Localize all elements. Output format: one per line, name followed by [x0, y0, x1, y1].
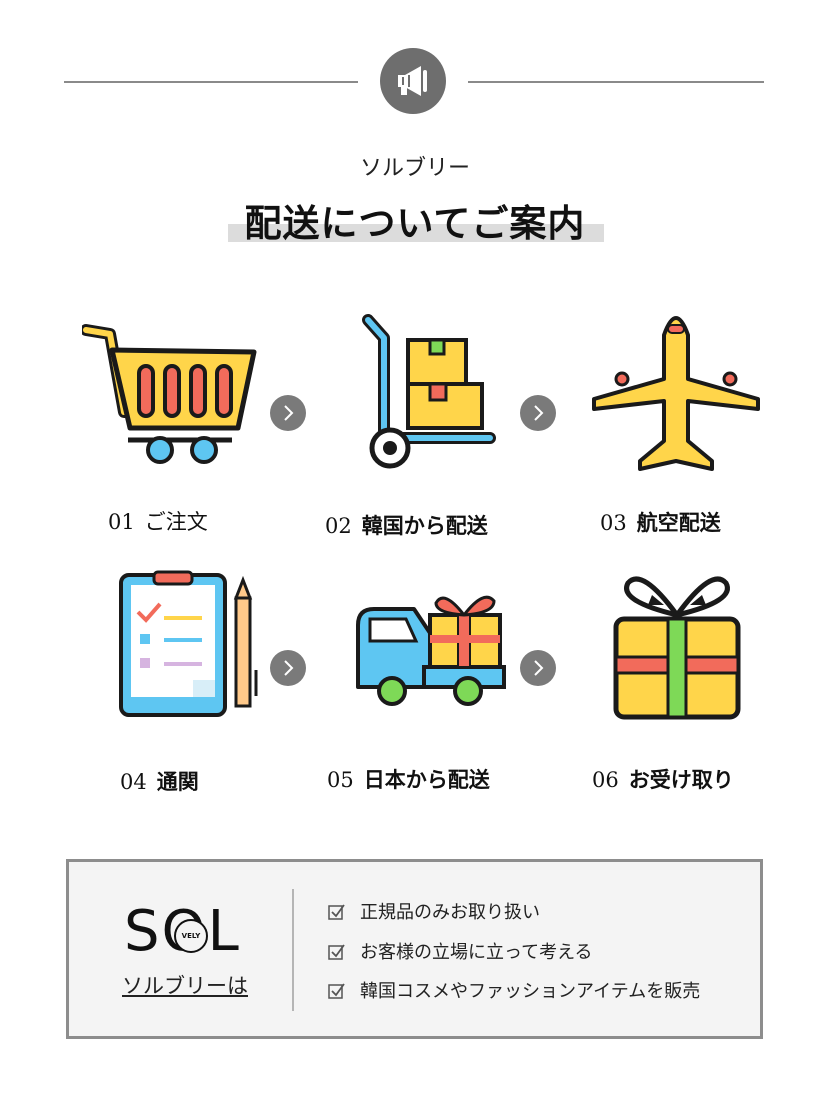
feature-text: お客様の立場に立って考える: [360, 942, 593, 963]
step-label: 通関: [156, 770, 199, 794]
step-number: 04: [120, 770, 147, 794]
page-title: 配送についてご案内: [244, 202, 586, 245]
feature-item: お客様の立場に立って考える: [328, 938, 593, 964]
header-rule-left: [64, 81, 358, 83]
info-divider: [292, 889, 294, 1011]
step-number: 05: [327, 768, 354, 792]
step-label: 韓国から配送: [361, 514, 488, 538]
step-06: 06 お受け取り: [592, 764, 734, 794]
step-label: 日本から配送: [363, 768, 490, 792]
megaphone-icon: [380, 48, 446, 114]
step-03: 03 航空配送: [600, 507, 721, 537]
feature-text: 韓国コスメやファッションアイテムを販売: [360, 981, 701, 1002]
checkbox-check-icon: [328, 904, 345, 920]
hand-truck-boxes-icon: [362, 314, 496, 469]
step-number: 06: [592, 768, 619, 792]
step-number: 01: [108, 510, 135, 534]
step-05: 05 日本から配送: [327, 764, 490, 794]
shopping-cart-icon: [82, 324, 257, 464]
brand-logo-badge: VELY: [174, 919, 208, 953]
feature-item: 韓国コスメやファッションアイテムを販売: [328, 977, 700, 1003]
feature-text: 正規品のみお取り扱い: [360, 902, 540, 923]
step-label: お受け取り: [628, 768, 734, 792]
step-02: 02 韓国から配送: [325, 510, 488, 540]
next-arrow-icon: [270, 650, 306, 686]
feature-item: 正規品のみお取り扱い: [328, 898, 540, 924]
step-label: ご注文: [144, 510, 208, 534]
step-01: 01 ご注文: [108, 506, 208, 536]
gift-box-icon: [613, 576, 741, 720]
checkbox-check-icon: [328, 983, 345, 999]
airplane-icon: [592, 316, 760, 471]
step-04: 04 通関: [120, 766, 199, 796]
clipboard-checklist-icon: [119, 570, 258, 717]
step-number: 02: [325, 514, 352, 538]
step-number: 03: [600, 511, 627, 535]
page-subtitle: ソルブリー: [359, 156, 470, 181]
header-rule-right: [468, 81, 764, 83]
next-arrow-icon: [520, 395, 556, 431]
step-label: 航空配送: [636, 511, 721, 535]
brand-caption-link[interactable]: ソルブリーは: [122, 974, 248, 998]
checkbox-check-icon: [328, 944, 345, 960]
delivery-truck-gift-icon: [356, 595, 506, 706]
title-highlight: [228, 224, 604, 242]
next-arrow-icon: [270, 395, 306, 431]
next-arrow-icon: [520, 650, 556, 686]
